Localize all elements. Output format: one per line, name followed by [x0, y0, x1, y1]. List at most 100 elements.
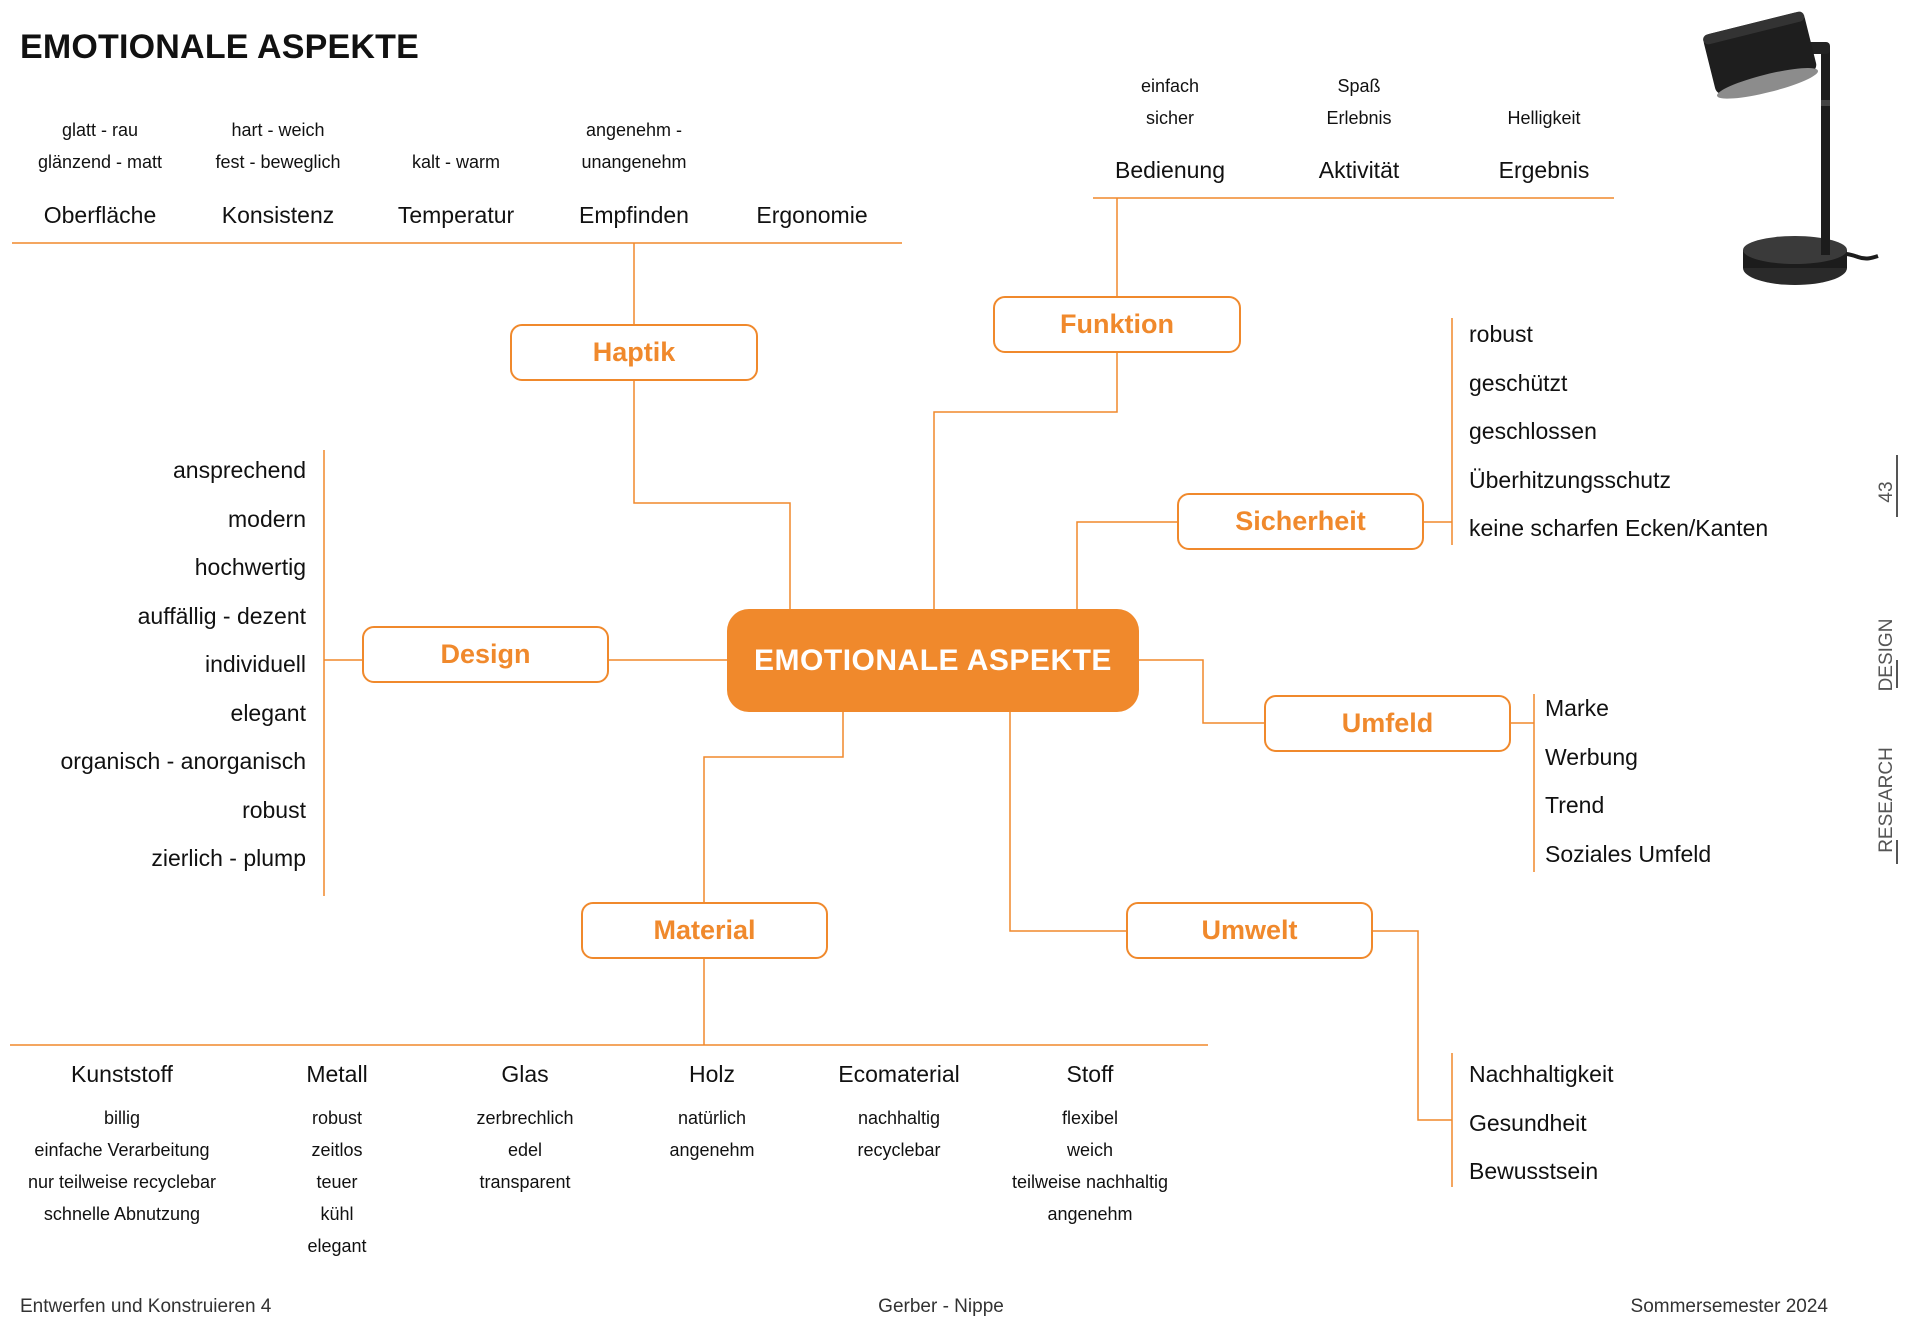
funktion-item-ergebnis: Helligkeit [1507, 102, 1580, 134]
center-node: EMOTIONALE ASPEKTE [727, 609, 1139, 712]
funktion-label: Aktivität [1318, 157, 1400, 183]
list-item: Bewusstsein [1469, 1158, 1599, 1184]
list-item: Gesundheit [1469, 1109, 1587, 1136]
node-haptik: Haptik [510, 324, 758, 381]
list-item: modern [228, 505, 306, 532]
haptik-label: Oberfläche [43, 202, 157, 228]
funktion-item-bedienung: einfach sicher [1141, 70, 1199, 134]
material-detail: teuer [316, 1172, 358, 1192]
umfeld-center-connector [1139, 659, 1264, 724]
material-detail: zeitlos [311, 1140, 363, 1160]
list-item: keine scharfen Ecken/Kanten [1469, 515, 1769, 541]
material-detail: robust [311, 1108, 363, 1128]
material-label: Metall [306, 1061, 368, 1087]
material-detail: schnelle Abnutzung [43, 1204, 201, 1224]
funktion-detail: sicher [1145, 108, 1195, 128]
haptik-item-temperatur: kalt - warm [412, 146, 500, 178]
node-material: Material [581, 902, 828, 959]
haptik-detail: angenehm - [585, 120, 683, 140]
list-item: auffällig - dezent [137, 602, 306, 629]
haptik-detail: glänzend - matt [37, 152, 163, 172]
list-item: Werbung [1545, 743, 1638, 770]
haptik-label: Empfinden [579, 202, 689, 228]
haptik-detail: kalt - warm [411, 152, 501, 172]
material-label: Glas [501, 1061, 549, 1087]
list-item: Nachhaltigkeit [1469, 1061, 1614, 1087]
haptik-label: Ergonomie [756, 202, 868, 228]
material-label: Ecomaterial [838, 1061, 960, 1087]
material-label: Holz [688, 1061, 736, 1087]
list-item: hochwertig [194, 554, 306, 580]
haptik-label: Konsistenz [221, 202, 335, 228]
material-detail: weich [1066, 1140, 1114, 1160]
funktion-detail: Helligkeit [1507, 108, 1581, 128]
funktion-detail: Spaß [1337, 76, 1381, 96]
funktion-item-aktivitaet: Spaß Erlebnis [1326, 70, 1391, 134]
funktion-label: Ergebnis [1498, 157, 1590, 183]
material-detail: natürlich [677, 1108, 747, 1128]
list-item: geschlossen [1469, 418, 1597, 444]
material-item-ecomaterial: Ecomaterial nachhaltig recyclebar [838, 1056, 959, 1166]
material-detail: elegant [307, 1236, 367, 1256]
funktion-detail: einfach [1140, 76, 1200, 96]
list-item: geschützt [1469, 369, 1568, 396]
list-item: ansprechend [173, 457, 306, 483]
material-item-glas: Glas zerbrechlich edel transparent [476, 1056, 573, 1198]
list-item: Marke [1545, 695, 1609, 721]
haptik-detail: glatt - rau [61, 120, 139, 140]
list-item: individuell [204, 651, 306, 677]
haptik-detail: unangenehm [581, 152, 687, 172]
list-item: Soziales Umfeld [1545, 840, 1712, 867]
side-label-page: 43 [1876, 481, 1897, 503]
funktion-detail: Erlebnis [1326, 108, 1392, 128]
umwelt-list-connector [1373, 930, 1452, 1121]
node-umfeld: Umfeld [1264, 695, 1511, 752]
desk-lamp-image [1703, 11, 1879, 285]
material-detail: kühl [320, 1204, 354, 1224]
haptik-label: Temperatur [397, 202, 515, 228]
material-detail: billig [103, 1108, 141, 1128]
material-detail: angenehm [669, 1140, 755, 1160]
material-item-kunststoff: Kunststoff billig einfache Verarbeitung … [28, 1056, 216, 1230]
material-item-metall: Metall robust zeitlos teuer kühl elegant [306, 1056, 367, 1262]
material-item-stoff: Stoff flexibel weich teilweise nachhalti… [1012, 1056, 1168, 1230]
material-label: Stoff [1066, 1061, 1114, 1087]
material-detail: recyclebar [857, 1140, 941, 1160]
footer-course: Entwerfen und Konstruieren 4 [20, 1296, 272, 1317]
material-item-holz: Holz natürlich angenehm [669, 1056, 754, 1166]
material-center-connector [703, 712, 844, 902]
footer-authors: Gerber - Nippe [878, 1296, 1004, 1317]
haptik-detail: fest - beweglich [215, 152, 341, 172]
haptik-detail: hart - weich [231, 120, 325, 140]
list-item: Trend [1545, 792, 1605, 818]
material-detail: nur teilweise recyclebar [27, 1172, 217, 1192]
node-funktion: Funktion [993, 296, 1241, 353]
haptik-center-connector [633, 381, 791, 609]
design-list: ansprechend modern hochwertig auffällig … [61, 452, 306, 889]
haptik-item-oberflaeche: glatt - rau glänzend - matt [38, 114, 162, 178]
material-detail: nachhaltig [857, 1108, 941, 1128]
list-item: organisch - anorganisch [60, 748, 306, 774]
page-title: EMOTIONALE ASPEKTE [20, 28, 420, 66]
sicherheit-list: robust geschützt geschlossen Überhitzung… [1469, 316, 1768, 559]
material-detail: edel [507, 1140, 543, 1160]
node-sicherheit: Sicherheit [1177, 493, 1424, 550]
umwelt-list: Nachhaltigkeit Gesundheit Bewusstsein [1469, 1056, 1613, 1202]
umfeld-list: Marke Werbung Trend Soziales Umfeld [1545, 690, 1711, 884]
haptik-item-konsistenz: hart - weich fest - beweglich [215, 114, 340, 178]
umwelt-center-connector [1009, 712, 1126, 932]
list-item: zierlich - plump [151, 845, 306, 871]
list-item: robust [1469, 321, 1533, 347]
side-separator [1896, 660, 1898, 688]
material-detail: flexibel [1061, 1108, 1119, 1128]
material-detail: angenehm [1047, 1204, 1133, 1224]
footer-semester: Sommersemester 2024 [1630, 1296, 1828, 1317]
material-detail: einfache Verarbeitung [34, 1140, 210, 1160]
side-separator [1896, 455, 1898, 517]
sicherheit-center-connector [1076, 521, 1177, 609]
node-umwelt: Umwelt [1126, 902, 1373, 959]
material-detail: zerbrechlich [476, 1108, 574, 1128]
material-detail: teilweise nachhaltig [1011, 1172, 1169, 1192]
material-label: Kunststoff [71, 1061, 173, 1087]
